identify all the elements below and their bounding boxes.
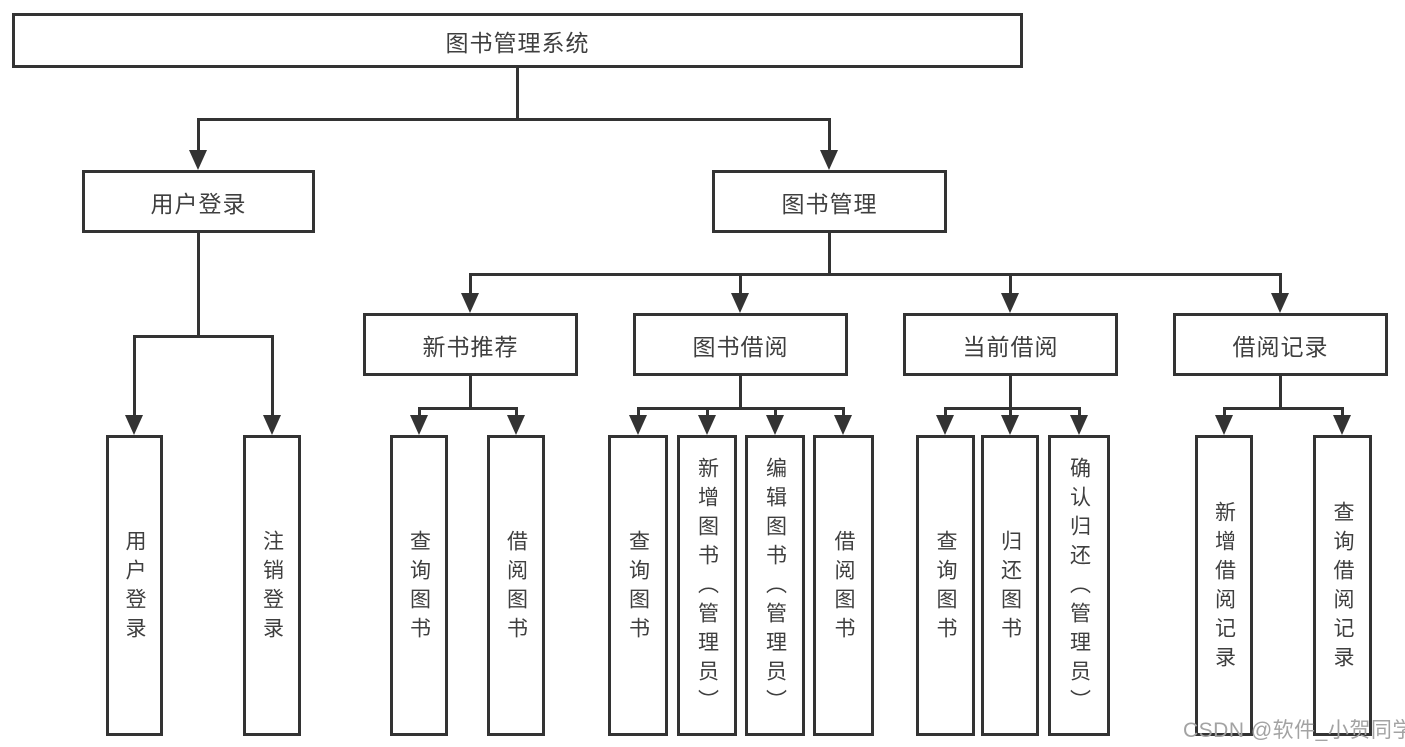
node-leaf-user-login: 用户登录 xyxy=(106,435,163,736)
node-leaf-add-borrow-record: 新增借阅记录 xyxy=(1195,435,1253,736)
connector-stub xyxy=(133,335,136,415)
connector-stub xyxy=(637,407,640,415)
node-leaf-logout: 注销登录 xyxy=(243,435,301,736)
arrow-down-icon xyxy=(936,415,954,435)
connector-stub xyxy=(197,118,200,150)
connector-root-trunk xyxy=(516,68,519,118)
connector-stub xyxy=(774,407,777,415)
connector-group-trunk xyxy=(1279,376,1282,407)
node-leaf-borrow-book-2: 借阅图书 xyxy=(813,435,874,736)
connector-stub xyxy=(706,407,709,415)
connector-stub xyxy=(828,118,831,150)
arrow-down-icon xyxy=(1001,415,1019,435)
connector-stub xyxy=(418,407,421,415)
arrow-down-icon xyxy=(125,415,143,435)
connector-group-trunk xyxy=(739,376,742,407)
arrow-down-icon xyxy=(410,415,428,435)
node-current-borrow: 当前借阅 xyxy=(903,313,1118,376)
arrow-down-icon xyxy=(629,415,647,435)
node-book-management: 图书管理 xyxy=(712,170,947,233)
arrow-down-icon xyxy=(507,415,525,435)
node-leaf-return-book: 归还图书 xyxy=(981,435,1039,736)
connector-group-trunk xyxy=(469,376,472,407)
connector-stub xyxy=(271,335,274,415)
arrow-down-icon xyxy=(189,150,207,170)
arrow-down-icon xyxy=(698,415,716,435)
node-leaf-borrow-book: 借阅图书 xyxy=(487,435,545,736)
connector-group-horizontal xyxy=(418,407,518,410)
arrow-down-icon xyxy=(263,415,281,435)
node-leaf-query-book-2: 查询图书 xyxy=(608,435,668,736)
connector-stub xyxy=(469,273,472,293)
arrow-down-icon xyxy=(766,415,784,435)
arrow-down-icon xyxy=(1215,415,1233,435)
node-leaf-confirm-return-admin: 确认归还（管理员） xyxy=(1048,435,1110,736)
connector-level3-horizontal xyxy=(469,273,1282,276)
arrow-down-icon xyxy=(731,293,749,313)
connector-group-trunk xyxy=(1009,376,1012,407)
connector-stub xyxy=(1341,407,1344,415)
connector-stub xyxy=(1078,407,1081,415)
connector-stub xyxy=(1223,407,1226,415)
connector-user-trunk xyxy=(197,233,200,335)
node-library-system: 图书管理系统 xyxy=(12,13,1023,68)
connector-user-horizontal xyxy=(133,335,274,338)
arrow-down-icon xyxy=(834,415,852,435)
arrow-down-icon xyxy=(1070,415,1088,435)
connector-stub xyxy=(842,407,845,415)
node-leaf-query-book: 查询图书 xyxy=(390,435,448,736)
node-leaf-add-book-admin: 新增图书（管理员） xyxy=(677,435,737,736)
node-borrow-records: 借阅记录 xyxy=(1173,313,1388,376)
arrow-down-icon xyxy=(1271,293,1289,313)
node-leaf-query-book-3: 查询图书 xyxy=(916,435,975,736)
node-leaf-query-borrow-record: 查询借阅记录 xyxy=(1313,435,1372,736)
node-user-login: 用户登录 xyxy=(82,170,315,233)
arrow-down-icon xyxy=(820,150,838,170)
connector-level2-horizontal xyxy=(197,118,831,121)
arrow-down-icon xyxy=(1333,415,1351,435)
connector-mgmt-trunk xyxy=(828,233,831,273)
connector-group-horizontal xyxy=(1223,407,1344,410)
connector-stub xyxy=(1279,273,1282,293)
connector-group-horizontal xyxy=(637,407,845,410)
node-leaf-edit-book-admin: 编辑图书（管理员） xyxy=(745,435,805,736)
arrow-down-icon xyxy=(461,293,479,313)
connector-stub xyxy=(515,407,518,415)
node-new-book-recommend: 新书推荐 xyxy=(363,313,578,376)
connector-group-horizontal xyxy=(944,407,1081,410)
connector-stub xyxy=(1009,273,1012,293)
arrow-down-icon xyxy=(1001,293,1019,313)
watermark: CSDN @软件_小贺同学 xyxy=(1183,719,1405,742)
connector-stub xyxy=(739,273,742,293)
connector-stub xyxy=(1009,407,1012,415)
connector-stub xyxy=(944,407,947,415)
node-book-borrow: 图书借阅 xyxy=(633,313,848,376)
